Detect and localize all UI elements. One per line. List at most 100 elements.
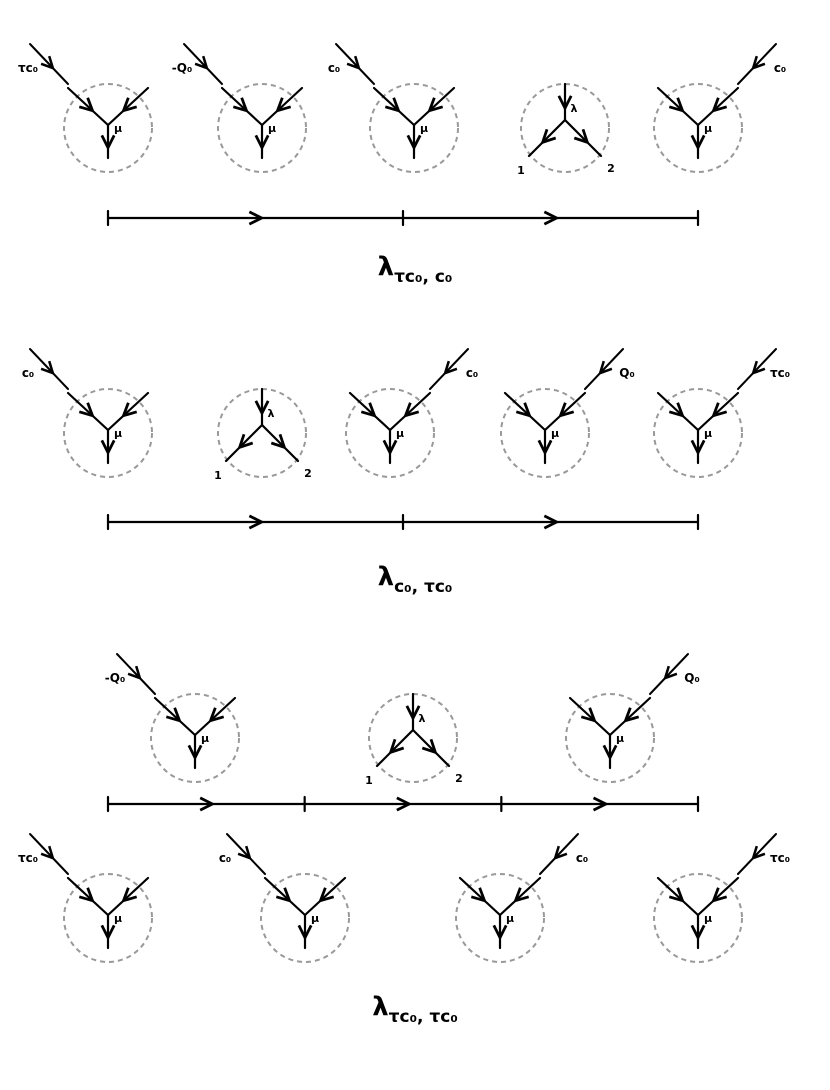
mu-label: μ bbox=[114, 912, 122, 925]
incoming-left-line bbox=[656, 86, 700, 127]
incoming-left-line bbox=[656, 876, 700, 917]
outgoing-right-line bbox=[260, 423, 300, 463]
leg-label: -Q₀ bbox=[172, 61, 192, 75]
incoming-left-line bbox=[153, 696, 197, 737]
incoming-right-line bbox=[696, 876, 740, 917]
vertex-diagram: μ τc₀ bbox=[653, 833, 790, 963]
dashed-circle bbox=[653, 388, 743, 478]
incoming-left-line bbox=[348, 391, 392, 432]
caption-main: λ bbox=[372, 992, 388, 1022]
incoming-right-line bbox=[696, 391, 740, 432]
incoming-left-line bbox=[66, 86, 110, 127]
dashed-circle bbox=[455, 873, 545, 963]
row-caption: λτc₀, c₀ bbox=[378, 252, 453, 287]
incoming-right-line bbox=[106, 391, 150, 432]
external-leg-line bbox=[29, 833, 69, 875]
incoming-right-line bbox=[106, 86, 150, 127]
mu-label: μ bbox=[201, 732, 209, 745]
leg-label: τc₀ bbox=[770, 851, 790, 865]
mu-label: μ bbox=[551, 427, 559, 440]
incoming-left-line bbox=[458, 876, 502, 917]
incoming-right-line bbox=[260, 86, 304, 127]
vertex-diagram: μc₀ bbox=[328, 43, 459, 173]
dashed-circle bbox=[369, 83, 459, 173]
incoming-left-line bbox=[66, 876, 110, 917]
incoming-left-line bbox=[503, 391, 547, 432]
caption-main: λ bbox=[378, 562, 394, 592]
leg-label: Q₀ bbox=[619, 366, 634, 380]
incoming-left-line bbox=[656, 391, 700, 432]
caption-text: λτc₀, τc₀ bbox=[372, 992, 458, 1027]
incoming-right-line bbox=[193, 696, 237, 737]
incoming-right-line bbox=[106, 876, 150, 917]
mu-label: μ bbox=[396, 427, 404, 440]
leg-label: c₀ bbox=[219, 851, 231, 865]
vertex-diagram: μc₀ bbox=[653, 43, 786, 173]
mu-label: μ bbox=[420, 122, 428, 135]
incoming-right-line bbox=[388, 391, 432, 432]
mu-label: μ bbox=[506, 912, 514, 925]
leg-label: τc₀ bbox=[18, 851, 38, 865]
outgoing-label-1: 1 bbox=[517, 164, 525, 177]
mu-label: μ bbox=[114, 427, 122, 440]
vertex-diagram: μ c₀ bbox=[219, 833, 350, 963]
caption-subscript: τc₀, τc₀ bbox=[389, 1007, 458, 1027]
leg-label: c₀ bbox=[576, 851, 588, 865]
timeline bbox=[106, 513, 700, 531]
incoming-right-line bbox=[608, 696, 652, 737]
dashed-circle bbox=[63, 873, 153, 963]
vertex-diagram: μ c₀ bbox=[22, 348, 153, 478]
leg-label: c₀ bbox=[466, 366, 478, 380]
leg-label: τc₀ bbox=[18, 61, 38, 75]
external-leg-line bbox=[429, 348, 469, 390]
caption-main: λ bbox=[378, 252, 394, 282]
row-caption: λτc₀, τc₀ bbox=[372, 992, 458, 1027]
external-leg-line bbox=[649, 653, 689, 695]
vertex-diagram: μQ₀ bbox=[565, 653, 700, 783]
external-leg-line bbox=[737, 348, 777, 390]
mu-label: μ bbox=[268, 122, 276, 135]
outgoing-right-line bbox=[411, 728, 451, 768]
mu-label: μ bbox=[704, 912, 712, 925]
caption-subscript: c₀, τc₀ bbox=[394, 577, 452, 597]
outgoing-left-line bbox=[527, 118, 567, 158]
external-leg-line bbox=[737, 833, 777, 875]
mu-label: μ bbox=[311, 912, 319, 925]
vertex-diagram: μ -Q₀ bbox=[172, 43, 307, 173]
timeline bbox=[106, 209, 700, 227]
leg-label: -Q₀ bbox=[105, 671, 125, 685]
vertex-diagram: μ τc₀ bbox=[18, 833, 153, 963]
outgoing-left-line bbox=[224, 423, 264, 463]
incoming-left-line bbox=[220, 86, 264, 127]
leg-label: c₀ bbox=[22, 366, 34, 380]
lambda-label: λ bbox=[571, 102, 578, 115]
timeline bbox=[106, 795, 700, 813]
dashed-circle bbox=[63, 388, 153, 478]
mu-label: μ bbox=[114, 122, 122, 135]
incoming-left-line bbox=[568, 696, 612, 737]
incoming-right-line bbox=[412, 86, 456, 127]
outgoing-label-2: 2 bbox=[455, 772, 463, 785]
external-leg-line bbox=[737, 43, 777, 85]
lambda-label: λ bbox=[419, 712, 426, 725]
external-leg-line bbox=[335, 43, 375, 85]
vertex-diagram: μ Q₀ bbox=[500, 348, 635, 478]
dashed-circle bbox=[150, 693, 240, 783]
external-leg-line bbox=[116, 653, 156, 695]
external-leg-line bbox=[539, 833, 579, 875]
leg-label: Q₀ bbox=[684, 671, 699, 685]
dashed-circle bbox=[345, 388, 435, 478]
dashed-circle bbox=[500, 388, 590, 478]
dashed-circle bbox=[653, 873, 743, 963]
dashed-circle bbox=[565, 693, 655, 783]
row-caption: λc₀, τc₀ bbox=[378, 562, 453, 597]
incoming-right-line bbox=[696, 86, 740, 127]
caption-text: λτc₀, c₀ bbox=[378, 252, 453, 287]
outgoing-left-line bbox=[375, 728, 415, 768]
outgoing-right-line bbox=[563, 118, 603, 158]
caption-subscript: τc₀, c₀ bbox=[394, 267, 452, 287]
incoming-right-line bbox=[303, 876, 347, 917]
outgoing-label-1: 1 bbox=[365, 774, 373, 787]
vertex-diagram: μ -Q₀ bbox=[105, 653, 240, 783]
